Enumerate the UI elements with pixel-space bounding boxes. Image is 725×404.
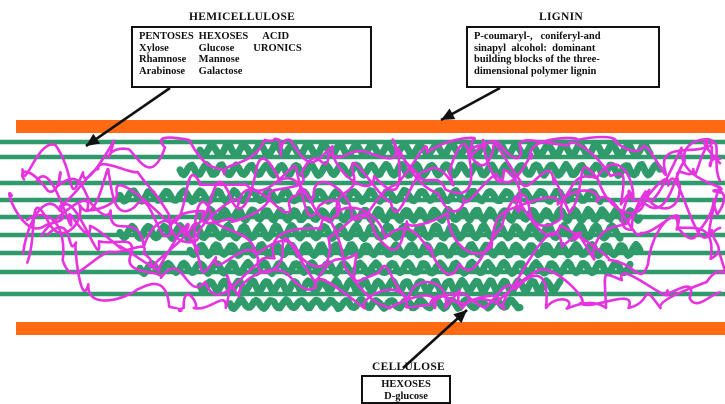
- lignin-line-3: building blocks of the three-: [474, 54, 654, 66]
- lignin-line-2: sinapyl alcohol: dominant: [474, 43, 654, 55]
- lignin-line-1: P-coumaryl-, coniferyl-and: [474, 31, 654, 43]
- d-glucose-label: D-glucose: [363, 391, 449, 403]
- arabinose-label: Arabinose: [139, 66, 199, 78]
- lignin-title: LIGNIN: [539, 11, 583, 23]
- pentoses-header: PENTOSES: [139, 31, 199, 43]
- hemicellulose-title: HEMICELLULOSE: [189, 11, 295, 23]
- acid-header: ACID: [253, 31, 306, 43]
- glucose-label: Glucose: [199, 43, 254, 55]
- cellulose-hexoses-label: HEXOSES: [363, 379, 449, 391]
- rhamnose-label: Rhamnose: [139, 54, 199, 66]
- lignin-box: P-coumaryl-, coniferyl-and sinapyl alcoh…: [466, 26, 660, 88]
- xylose-label: Xylose: [139, 43, 199, 55]
- helical-chain-7: [140, 262, 630, 273]
- cellulose-title: CELLULOSE: [372, 361, 445, 373]
- galactose-label: Galactose: [199, 66, 254, 78]
- hexoses-header: HEXOSES: [199, 31, 254, 43]
- cellulose-box: HEXOSES D-glucose: [361, 375, 451, 404]
- hemicellulose-arrow: [86, 88, 170, 146]
- boundary-bottom: [16, 322, 725, 335]
- lignin-line-4: dimensional polymer lignin: [474, 66, 654, 78]
- hemicellulose-arrow-shaft: [86, 88, 170, 146]
- cellulose-arrow: [403, 310, 467, 368]
- lignin-arrow: [441, 88, 500, 120]
- uronics-label: URONICS: [253, 43, 306, 55]
- hemicellulose-box: PENTOSES HEXOSES ACID Xylose Glucose URO…: [131, 26, 372, 88]
- mannose-label: Mannose: [199, 54, 254, 66]
